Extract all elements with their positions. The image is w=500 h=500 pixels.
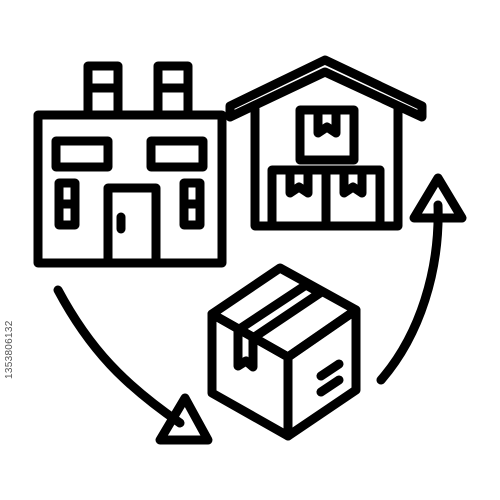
arrow-up-right-head bbox=[409, 173, 467, 223]
curved-arrow-icon bbox=[53, 285, 213, 445]
factory-icon bbox=[33, 61, 227, 268]
warehouse-box-bottom-right-tape bbox=[339, 165, 367, 198]
factory-window-top-right bbox=[146, 136, 208, 172]
package-box-label-line-1 bbox=[316, 359, 344, 381]
stock-image-id: 1353806132 bbox=[4, 320, 15, 380]
warehouse-box-bottom-left-tape bbox=[285, 165, 313, 198]
warehouse-box-bottom-right bbox=[321, 165, 385, 231]
arrow-down-right-head bbox=[155, 393, 213, 445]
factory-window-top-left bbox=[51, 136, 113, 172]
curved-arrow-icon bbox=[376, 173, 467, 385]
package-box-left-face bbox=[207, 309, 293, 441]
package-box-right-face bbox=[283, 305, 361, 441]
package-box-label-line-2 bbox=[316, 375, 344, 397]
factory-door bbox=[103, 183, 161, 268]
arrow-up-right-shaft bbox=[376, 200, 443, 385]
warehouse-icon bbox=[225, 55, 427, 231]
arrow-down-right-shaft bbox=[53, 285, 185, 428]
warehouse-box-top bbox=[295, 105, 359, 165]
package-box-icon bbox=[207, 263, 361, 441]
warehouse-box-bottom-left bbox=[267, 165, 331, 231]
warehouse-roof bbox=[225, 55, 427, 122]
warehouse-box-top-tape bbox=[313, 105, 341, 138]
package-box-tape bbox=[233, 280, 325, 372]
